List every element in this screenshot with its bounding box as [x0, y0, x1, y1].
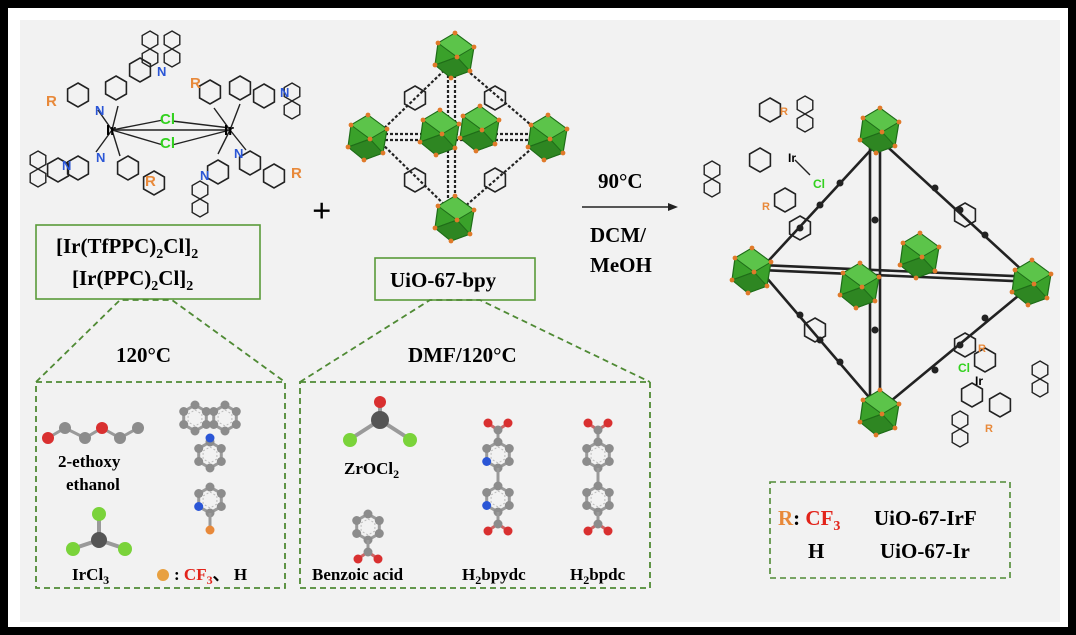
ethoxyethanol-model [42, 422, 144, 444]
n-atom-label-7: N [200, 168, 209, 183]
product-ir-label-1: Ir [788, 151, 796, 165]
reaction-arrow [582, 203, 678, 211]
carbazole-pyridine-model [177, 399, 243, 535]
right-temperature: DMF/120°C [408, 343, 517, 367]
key-row-h: H [808, 539, 824, 563]
key-product-ir: UiO-67-Ir [880, 539, 970, 563]
complex-label-1: [Ir(TfPPC)2Cl]2 [56, 234, 198, 262]
key-row-cf3: R: CF3 [778, 506, 840, 534]
ethoxyethanol-label-1: 2-ethoxy [58, 452, 121, 471]
zrocl2-model [343, 396, 417, 447]
complex-label-box [35, 224, 261, 300]
n-atom-label-6: N [234, 146, 243, 161]
r-group-label-1: R [46, 93, 57, 110]
h2bpdc-label: H2bpdc [570, 565, 626, 587]
benzoic-acid-label: Benzoic acid [312, 565, 404, 584]
h2bpydc-label: H2bpydc [462, 565, 526, 587]
substituent-legend: : CF3、 H [174, 565, 247, 587]
key-product-irf: UiO-67-IrF [874, 506, 977, 530]
product-r-label-1: R [780, 106, 788, 118]
cl-atom-label-2: Cl [160, 135, 175, 152]
product-r-label-3: R [978, 343, 986, 355]
h2bpydc-model [480, 417, 516, 537]
left-funnel-lines [35, 299, 286, 383]
condition-temperature: 90°C [598, 169, 643, 193]
r-group-label-2: R [145, 173, 156, 190]
n-atom-label-2: N [157, 64, 166, 79]
zrocl2-label: ZrOCl2 [344, 459, 399, 481]
mof-label-box [374, 257, 536, 301]
right-precursor-box [299, 381, 651, 589]
n-atom-label-5: N [280, 85, 289, 100]
product-key-box [769, 481, 1011, 579]
r-group-label-3: R [190, 75, 201, 92]
cl-atom-label-1: Cl [160, 111, 175, 128]
uio-67-bpy-structure [345, 30, 571, 245]
mof-label: UiO-67-bpy [390, 268, 497, 292]
product-r-label-4: R [985, 423, 993, 435]
plus-sign: + [312, 193, 331, 230]
ir-atom-label-2: Ir [224, 122, 234, 139]
left-temperature: 120°C [116, 343, 171, 367]
ethoxyethanol-label-2: ethanol [66, 475, 120, 494]
left-precursor-box [35, 381, 286, 589]
n-atom-label-3: N [96, 150, 105, 165]
condition-solvent-1: DCM/ [590, 223, 647, 247]
product-r-label-2: R [762, 201, 770, 213]
benzoic-acid-model [350, 508, 386, 565]
r-group-label-4: R [291, 165, 302, 182]
product-cl-label-1: Cl [813, 177, 825, 191]
iridium-dimer-structure: Ir Ir Cl Cl N N N N N N N R R R R [29, 30, 302, 218]
condition-solvent-2: MeOH [590, 253, 652, 277]
product-cl-label-2: Cl [958, 361, 970, 375]
product-ir-label-2: Ir [975, 374, 983, 388]
ircl3-model [66, 507, 132, 556]
ircl3-label: IrCl3 [72, 565, 109, 587]
complex-label-2: [Ir(PPC)2Cl]2 [72, 266, 193, 294]
n-atom-label-4: N [62, 158, 71, 173]
h2bpdc-model [580, 417, 616, 537]
uio-67-ir-product-structure: Ir Cl R R Ir Cl R R [703, 95, 1055, 448]
n-atom-label-1: N [95, 103, 104, 118]
ir-atom-label-1: Ir [106, 122, 116, 139]
right-funnel-lines [299, 299, 651, 383]
substituent-marker [157, 569, 169, 581]
